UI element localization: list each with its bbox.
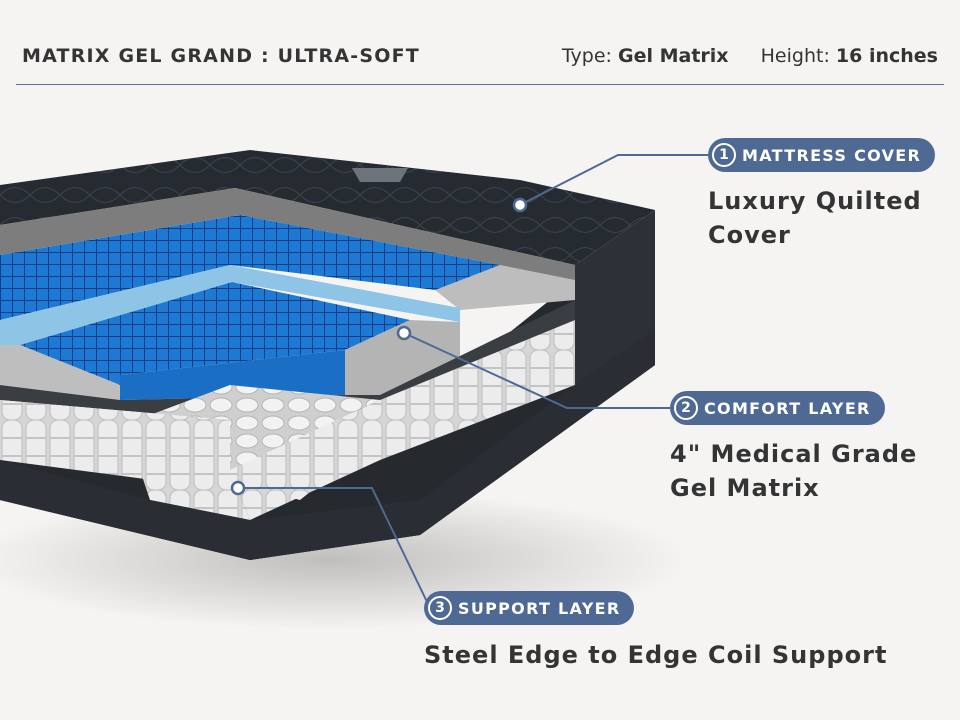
comfort-foam-front	[345, 320, 460, 395]
callout-3-pill: 3 SUPPORT LAYER	[424, 591, 635, 625]
base-bottom	[0, 330, 655, 560]
callout-2-description: 4" Medical Grade Gel Matrix	[670, 437, 917, 505]
comfort-foam-left	[0, 345, 120, 400]
callout-2-desc-line: 4" Medical Grade	[670, 440, 918, 468]
type-value: Gel Matrix	[617, 45, 729, 67]
callout-2-number: 2	[674, 396, 698, 420]
type-label: Type:	[561, 45, 612, 67]
height-value: 16 inches	[835, 45, 938, 67]
callout-1-description: Luxury Quilted Cover	[708, 184, 922, 252]
marker-dot-2	[396, 325, 412, 341]
callout-1-desc-line: Luxury Quilted	[708, 187, 922, 215]
coil-row-right	[230, 320, 575, 520]
callout-2-desc-line: Gel Matrix	[670, 474, 820, 502]
leader-line-2	[403, 332, 672, 409]
marker-dot-1	[512, 197, 528, 213]
inner-foam-band	[0, 265, 460, 345]
coil-front	[130, 440, 250, 520]
leader-line-1	[519, 154, 712, 206]
product-specs: Type: Gel Matrix Height: 16 inches	[562, 45, 938, 67]
callout-2-pill: 2 COMFORT LAYER	[670, 391, 885, 425]
height-label: Height:	[760, 45, 830, 67]
product-title: MATRIX GEL GRAND : ULTRA-SOFT	[22, 45, 420, 67]
callout-1-pill: 1 MATTRESS COVER	[708, 138, 936, 172]
callout-1-number: 1	[712, 143, 736, 167]
transition-layer	[0, 300, 575, 420]
cover-side-right	[575, 210, 655, 385]
callout-1-desc-line: Cover	[708, 221, 791, 249]
callout-3-label: SUPPORT LAYER	[458, 598, 621, 618]
cover-top	[0, 150, 655, 265]
lower-gel-grid	[20, 282, 410, 385]
lower-gel-front	[120, 350, 345, 400]
upper-gel-grid	[0, 215, 500, 320]
callout-3-description: Steel Edge to Edge Coil Support	[424, 638, 887, 672]
callout-1-label: MATTRESS COVER	[742, 145, 922, 165]
callout-3-number: 3	[428, 596, 452, 620]
leader-line-3	[238, 487, 431, 609]
header: MATRIX GEL GRAND : ULTRA-SOFT Type: Gel …	[22, 40, 938, 72]
upper-foam-frame	[0, 188, 575, 305]
cover-logo	[352, 168, 408, 182]
marker-dot-3	[230, 480, 246, 496]
callout-2-label: COMFORT LAYER	[704, 398, 871, 418]
header-divider	[16, 84, 944, 85]
upper-foam-edge	[435, 265, 575, 310]
callout-3-desc-line: Steel Edge to Edge Coil Support	[424, 641, 888, 669]
